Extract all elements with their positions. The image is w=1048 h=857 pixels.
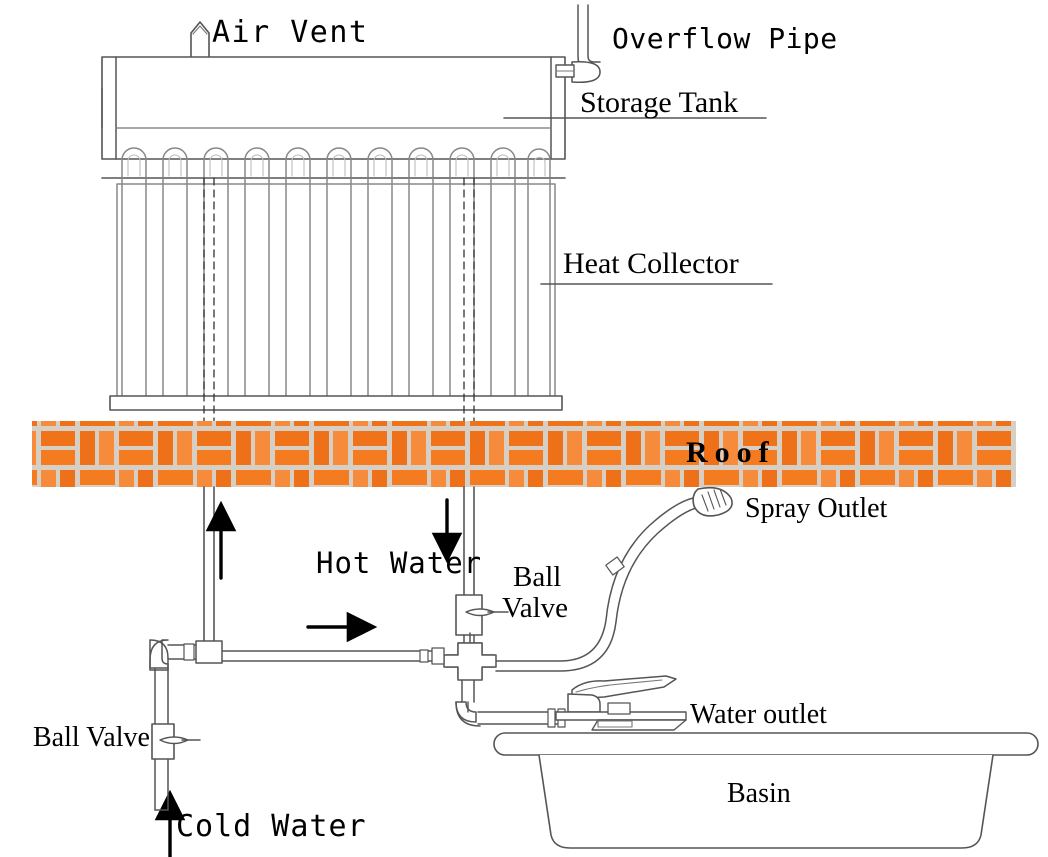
heat-collector xyxy=(101,147,566,411)
label-ball-valve-center-line2: Valve xyxy=(502,592,569,624)
collector-tube-heads xyxy=(121,147,551,179)
label-ball-valve-center-line1: Ball xyxy=(513,561,562,593)
label-air-vent: Air Vent xyxy=(212,15,369,50)
collector-tubes xyxy=(121,177,551,397)
water-outlet-faucet[interactable] xyxy=(555,675,687,731)
basin xyxy=(493,732,1039,849)
label-overflow-pipe: Overflow Pipe xyxy=(612,22,838,55)
ball-valve-left[interactable] xyxy=(151,723,201,760)
cold-water-inlet-pipe xyxy=(154,758,169,811)
cross-junction-fitting xyxy=(443,632,497,681)
label-heat-collector: Heat Collector xyxy=(563,247,739,280)
hot-water-downpipe xyxy=(463,486,475,596)
roof xyxy=(32,421,1016,487)
shower-hose xyxy=(495,496,703,672)
horizontal-feed-pipe xyxy=(211,647,445,665)
riser-hidden-lines xyxy=(203,177,475,425)
cold-water-riser-pipe xyxy=(203,486,215,646)
faucet-supply-pipe xyxy=(455,679,566,728)
label-roof: Roof xyxy=(686,436,776,469)
label-ball-valve-left: Ball Valve xyxy=(33,722,150,753)
label-cold-water: Cold Water xyxy=(176,809,367,844)
label-storage-tank: Storage Tank xyxy=(580,86,739,119)
overflow-pipe xyxy=(555,4,601,84)
leader-lines xyxy=(503,117,773,285)
ball-valve-center[interactable] xyxy=(455,594,509,644)
storage-tank xyxy=(101,56,566,160)
flow-arrows xyxy=(154,498,463,857)
air-vent-icon xyxy=(190,21,210,59)
cold-water-tee-and-elbow xyxy=(149,639,223,725)
label-water-outlet: Water outlet xyxy=(690,699,827,730)
spray-outlet-icon[interactable] xyxy=(605,486,733,576)
label-basin: Basin xyxy=(727,778,791,809)
label-spray-outlet: Spray Outlet xyxy=(745,493,888,524)
label-hot-water: Hot Water xyxy=(316,546,483,580)
